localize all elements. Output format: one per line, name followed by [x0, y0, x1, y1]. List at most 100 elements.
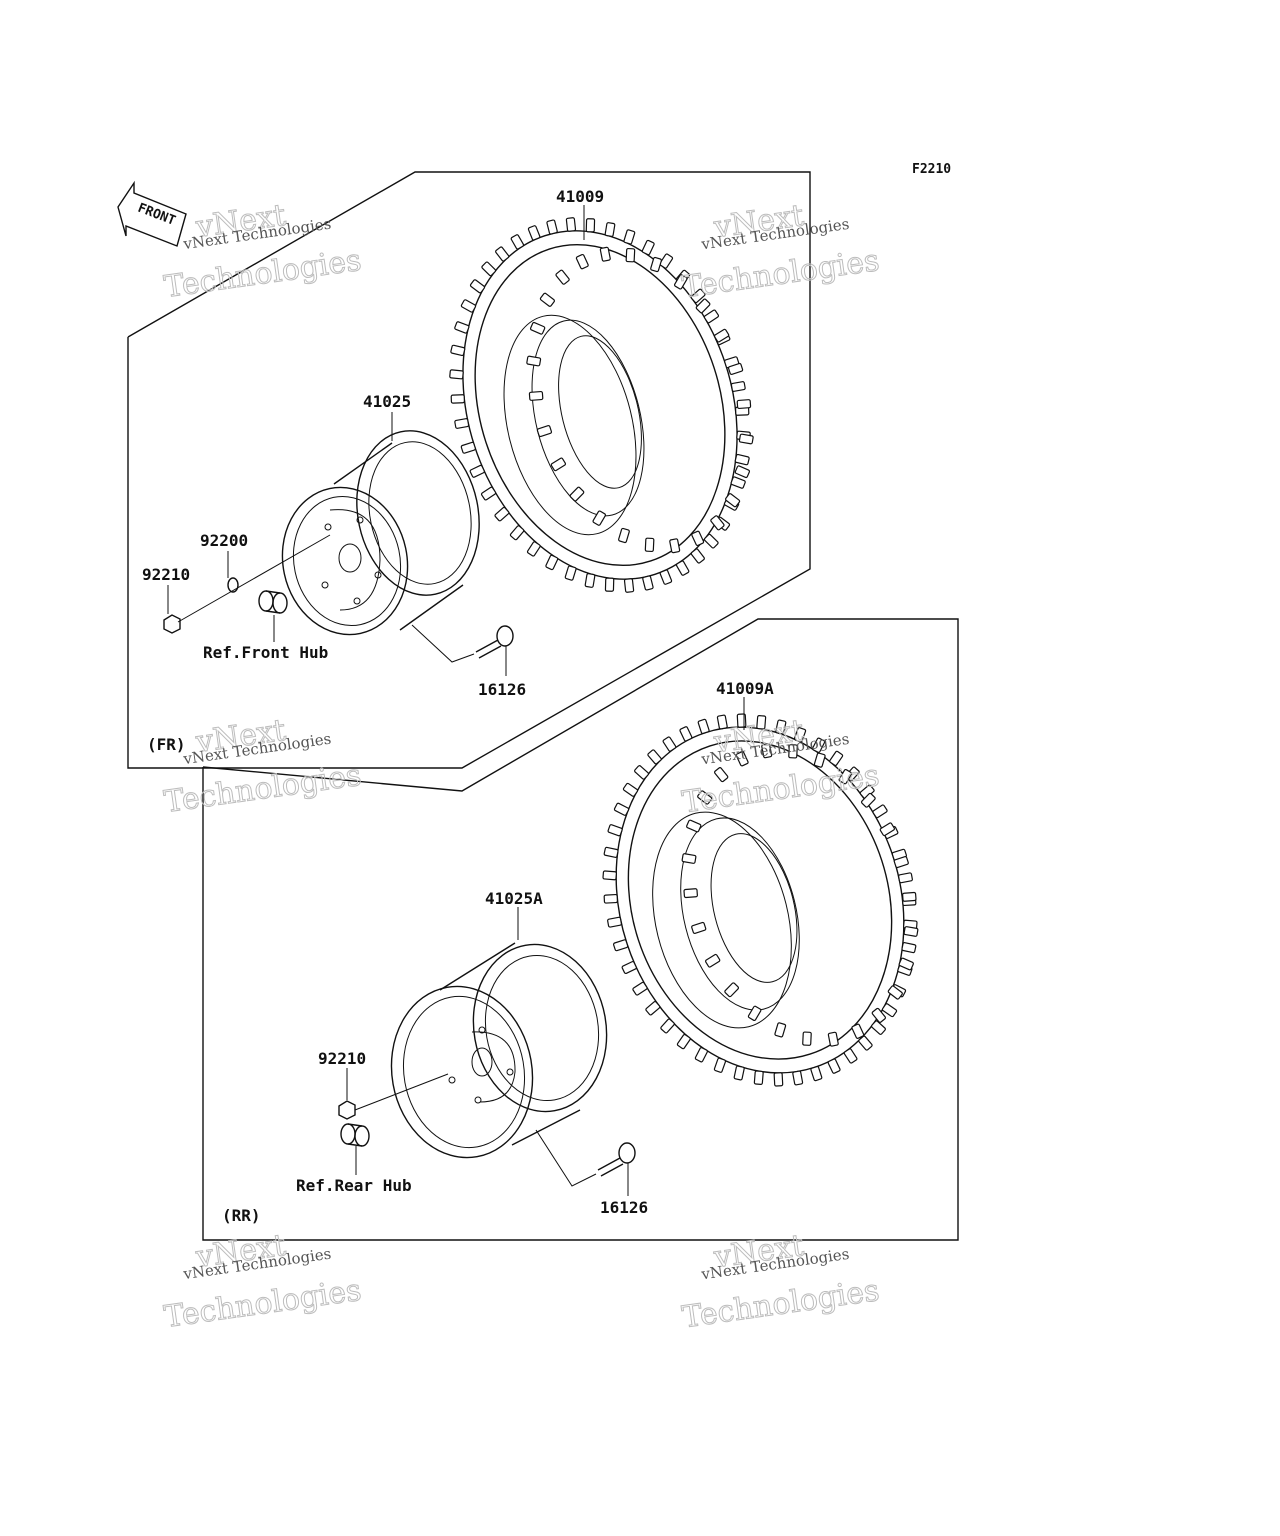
- tread-lug: [536, 425, 553, 438]
- tread-lug: [450, 394, 465, 404]
- front-leader-lines: [167, 205, 585, 676]
- tread-lug: [481, 261, 497, 277]
- tread-lug: [703, 309, 720, 324]
- tread-lug: [675, 560, 690, 576]
- watermark-mid-left: vNext vNext Technologies Technologies: [161, 712, 363, 820]
- tread-lug: [898, 957, 914, 971]
- label-washer-front: 92200: [200, 531, 248, 550]
- tread-lug: [669, 538, 681, 554]
- tread-lug: [703, 533, 719, 549]
- front-washer: [227, 577, 239, 593]
- tread-lug: [683, 888, 698, 899]
- tread-lug: [621, 961, 637, 975]
- tread-lug: [454, 321, 470, 334]
- front-arrow-icon: FRONT: [117, 180, 187, 247]
- tread-lug: [871, 1007, 886, 1023]
- label-tire-rear: 41009A: [716, 679, 774, 698]
- tread-lug: [584, 573, 596, 588]
- tread-lug: [774, 1022, 787, 1038]
- tread-lug: [564, 565, 577, 581]
- tread-lug: [602, 870, 617, 881]
- tread-lug: [792, 1070, 804, 1086]
- figure-code: F2210: [912, 162, 951, 177]
- tread-lug: [705, 953, 721, 968]
- tread-lug: [727, 362, 744, 375]
- label-nut-rear: 92210: [318, 1049, 366, 1068]
- tread-lug: [773, 1072, 784, 1087]
- tread-lug: [730, 476, 746, 489]
- tread-lug: [546, 219, 558, 235]
- tread-lug: [734, 453, 750, 466]
- tread-lug: [736, 399, 752, 410]
- tread-lug: [747, 1005, 762, 1022]
- tread-lug: [901, 942, 917, 954]
- tread-lug: [713, 1057, 727, 1073]
- tread-lug: [529, 321, 546, 335]
- front-arrow-label: FRONT: [136, 201, 178, 229]
- tread-lug: [690, 288, 706, 304]
- tread-lug: [724, 982, 740, 998]
- label-tire-front: 41009: [556, 187, 604, 206]
- tread-lug: [695, 298, 711, 314]
- tread-lug: [647, 749, 662, 765]
- tread-lug: [642, 575, 654, 591]
- tread-lug: [460, 299, 477, 313]
- tread-lug: [659, 253, 674, 269]
- tread-lug: [607, 824, 623, 837]
- rear-tire: [602, 713, 919, 1087]
- front-hub-ref-part: [258, 590, 288, 614]
- tread-lug: [460, 441, 476, 454]
- tread-lug: [526, 355, 542, 367]
- tread-lug: [838, 768, 853, 785]
- tread-lug: [592, 510, 607, 526]
- tread-lug: [526, 541, 541, 557]
- tread-lug: [725, 493, 741, 508]
- tread-lug: [623, 229, 636, 245]
- rear-wheel: [390, 942, 608, 1159]
- svg-text:Technologies: Technologies: [162, 758, 363, 820]
- tread-lug: [450, 344, 466, 357]
- label-wheel-rear: 41025A: [485, 889, 543, 908]
- tread-lug: [694, 1047, 708, 1063]
- tread-lug: [827, 1031, 839, 1047]
- tread-lug: [858, 1035, 873, 1051]
- tread-lug: [887, 985, 903, 1000]
- tread-lug: [662, 736, 677, 752]
- tread-lug: [690, 548, 705, 564]
- tread-lug: [539, 292, 555, 307]
- label-valve-front: 16126: [478, 680, 526, 699]
- tread-lug: [829, 750, 844, 767]
- tread-lug: [893, 856, 909, 869]
- tread-lug: [788, 744, 798, 759]
- front-nut: [163, 614, 181, 634]
- tread-lug: [902, 891, 917, 902]
- tread-lug: [738, 433, 754, 445]
- tread-lug: [650, 256, 662, 273]
- rear-leader-lines: [346, 697, 745, 1196]
- front-wheel: [281, 430, 480, 636]
- tread-lug: [761, 743, 773, 759]
- tread-lug: [713, 328, 730, 343]
- tread-lug: [870, 1020, 886, 1035]
- tread-lug: [872, 804, 888, 819]
- tread-lug: [714, 767, 729, 783]
- svg-text:Technologies: Technologies: [162, 243, 363, 305]
- tread-lug: [634, 765, 650, 780]
- tread-lug: [730, 381, 746, 392]
- tread-lug: [641, 239, 655, 256]
- tread-lug: [569, 486, 585, 502]
- tread-lug: [813, 752, 826, 768]
- tread-lug: [660, 1018, 675, 1034]
- tread-lug: [469, 279, 486, 294]
- tread-lug: [509, 525, 525, 541]
- tread-lug: [632, 981, 648, 996]
- tread-lug: [802, 1031, 812, 1046]
- rear-section-frame: [202, 618, 959, 1241]
- front-valve: [475, 625, 514, 659]
- tread-lug: [454, 418, 470, 429]
- svg-text:Technologies: Technologies: [162, 1273, 363, 1335]
- tread-lug: [603, 846, 619, 858]
- tread-lug: [550, 457, 567, 472]
- tread-lug: [480, 486, 497, 501]
- tread-lug: [879, 822, 895, 837]
